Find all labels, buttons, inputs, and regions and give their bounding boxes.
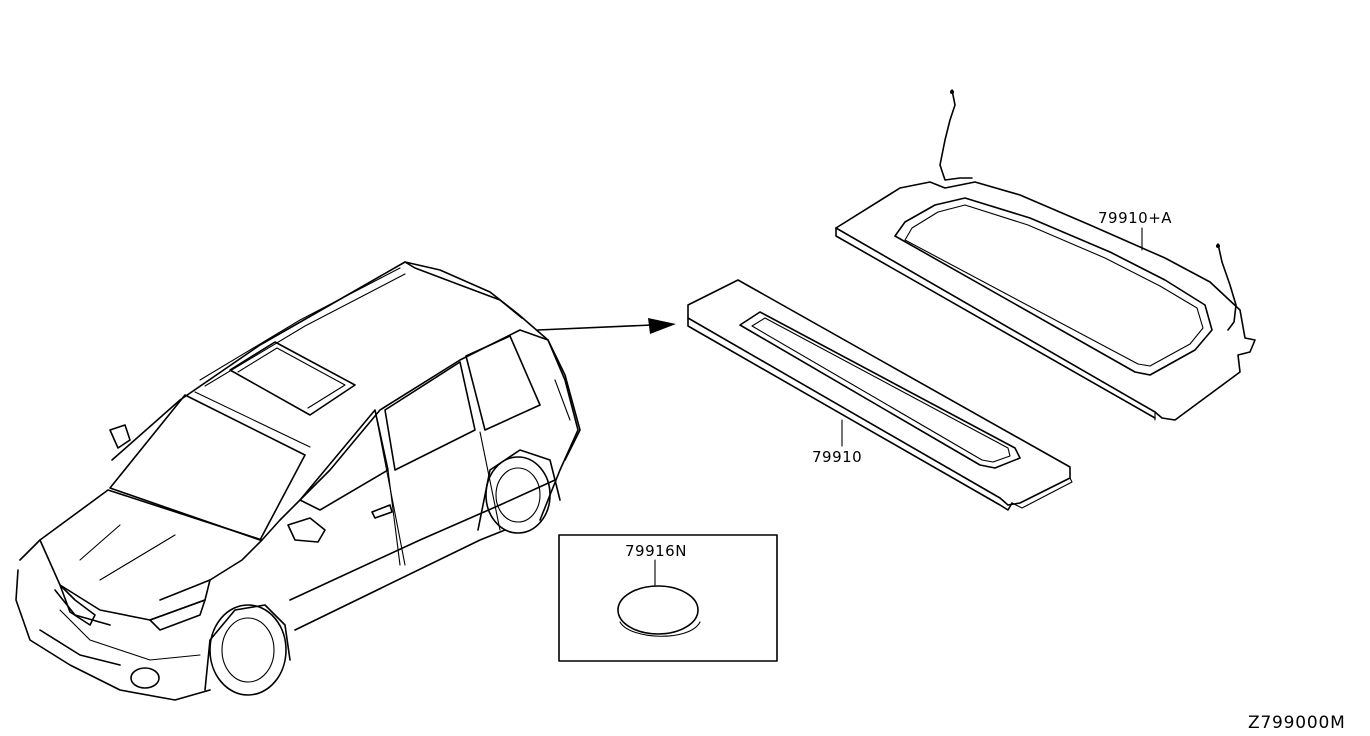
part-label-79916n: 79916N bbox=[625, 542, 687, 560]
part-label-79910: 79910 bbox=[812, 448, 862, 466]
part-label-79910-a: 79910+A bbox=[1098, 209, 1172, 227]
clip-detail-box bbox=[558, 534, 778, 662]
lower-parcel-shelf bbox=[687, 279, 1073, 511]
upper-parcel-shelf bbox=[835, 89, 1256, 421]
vehicle-illustration bbox=[15, 261, 581, 701]
diagram-code: Z799000M bbox=[1248, 713, 1346, 733]
pointer-arrow bbox=[537, 318, 676, 334]
